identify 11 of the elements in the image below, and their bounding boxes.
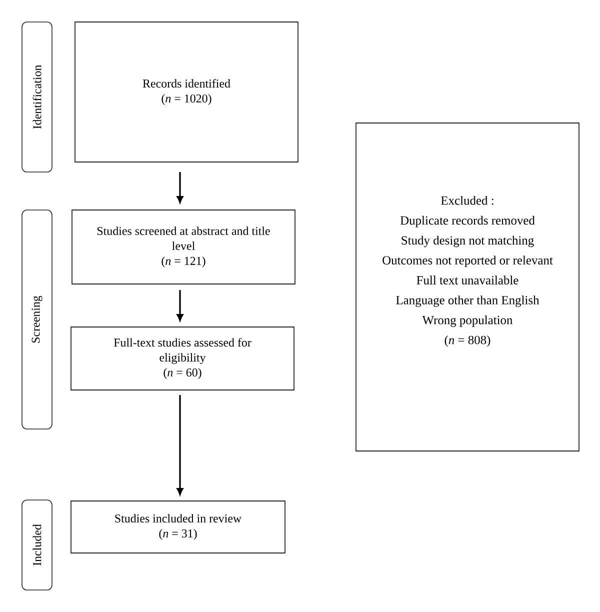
stage-band: Identification — [22, 22, 52, 172]
arrow — [176, 395, 184, 495]
process-box: Full-text studies assessed for eligibility (n = 60) — [70, 326, 294, 390]
exclusion-box: Excluded : Duplicate records removed Study design not matching Outcomes not reported or relevant Full text unavailable Language other than English Wrong population (n = 808) — [356, 122, 580, 452]
stage-band: Included — [22, 500, 52, 590]
arrow — [176, 172, 184, 203]
process-box: Records identified (n = 1020) — [74, 22, 298, 162]
process-box: Studies included in review (n = 31) — [70, 500, 286, 554]
process-box: Studies screened at abstract and title level (n = 121) — [72, 210, 296, 284]
arrow — [176, 290, 184, 321]
stage-band: Screening — [22, 210, 52, 430]
